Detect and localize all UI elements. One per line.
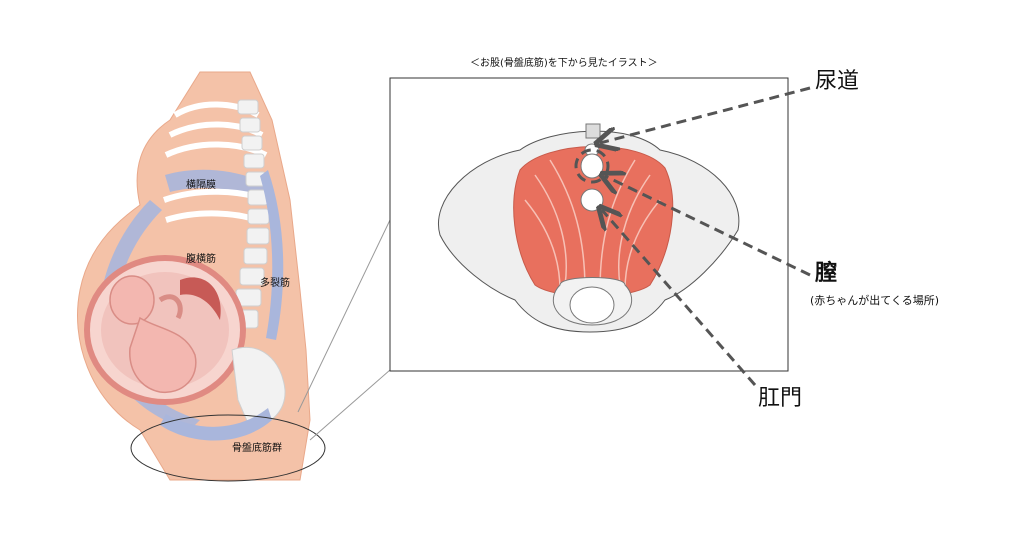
diaphragm-label: 横隔膜 [186,180,216,191]
inset-caption: ＜お股(骨盤底筋)を下から見たイラスト＞ [470,58,658,69]
urethra-arrow [600,86,811,143]
anus-arrow [602,210,757,386]
transversus-abdominis-label: 腹横筋 [186,254,216,265]
pelvic-floor-label: 骨盤底筋群 [232,443,282,454]
urethra-label: 尿道 [815,69,860,94]
callout-arrows [574,86,811,386]
multifidus-label: 多裂筋 [260,278,290,289]
placenta [180,277,221,320]
pregnant-body-illustration [77,71,311,481]
anus-label: 肛門 [758,386,803,411]
spine [231,99,270,329]
vagina-highlight-circle [574,148,610,184]
sacrum-hole [569,286,615,324]
vagina-arrow [605,176,811,277]
pelvic-floor-highlight-ellipse [130,414,326,482]
multifidus-band [260,170,284,340]
vagina-opening [580,153,604,179]
fetus [109,275,197,394]
vagina-label: 膣 [815,261,838,286]
pubic-symphysis [585,123,601,139]
vagina-note: (赤ちゃんが出てくる場所) [810,294,940,307]
anus-opening [580,188,604,212]
zoom-connector-bottom [309,369,391,441]
zoom-connector-top [297,219,391,413]
pelvic-floor-band [160,408,272,441]
